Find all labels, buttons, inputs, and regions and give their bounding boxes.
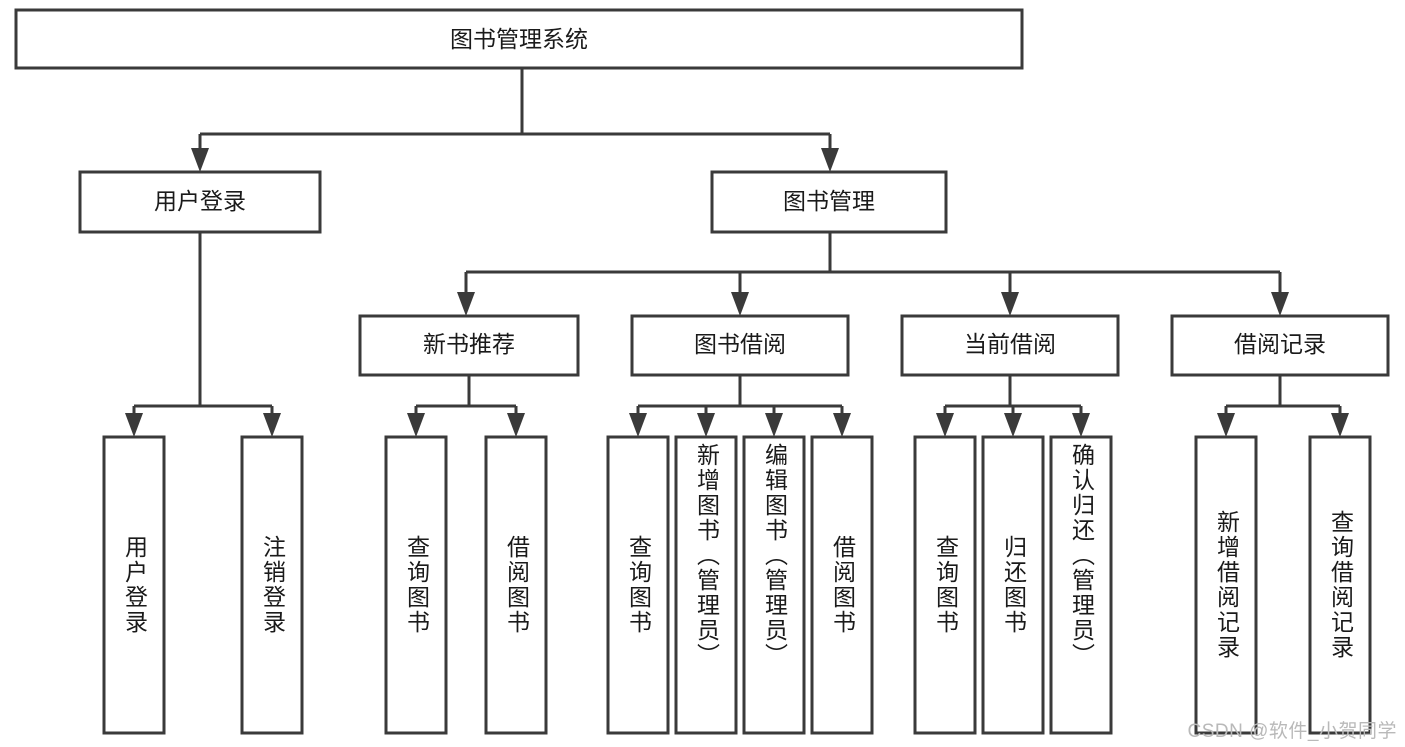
arrow-head-icon (821, 148, 839, 172)
connector-group-borrow-records (1217, 375, 1349, 437)
node-box-leaf-borrow-books[interactable] (810, 435, 874, 735)
node-box-new-book-recommend[interactable] (358, 314, 580, 377)
arrow-head-icon (1004, 413, 1022, 437)
arrow-head-icon (457, 292, 475, 316)
arrow-head-icon (507, 413, 525, 437)
node-box-current-borrow[interactable] (900, 314, 1120, 377)
node-label-user-login: 用户登录 (154, 188, 246, 214)
node-label-new-book-recommend: 新书推荐 (423, 331, 515, 357)
node-box-leaf-edit-book-admin[interactable] (742, 435, 806, 735)
arrow-head-icon (191, 148, 209, 172)
arrow-head-icon (936, 413, 954, 437)
arrow-head-icon (731, 292, 749, 316)
node-box-user-login[interactable] (78, 170, 322, 234)
node-box-root[interactable] (14, 8, 1024, 70)
node-box-leaf-query-books-current[interactable] (913, 435, 977, 735)
arrow-head-icon (1271, 292, 1289, 316)
arrow-head-icon (1001, 292, 1019, 316)
node-box-leaf-user-login[interactable] (102, 435, 166, 735)
node-box-book-management[interactable] (710, 170, 948, 234)
node-box-leaf-borrow-books-rec[interactable] (484, 435, 548, 735)
arrow-head-icon (833, 413, 851, 437)
node-box-leaf-add-book-admin[interactable] (674, 435, 738, 735)
connector-group-new-books (407, 375, 525, 437)
node-box-leaf-add-borrow-record[interactable] (1194, 435, 1258, 735)
connector-group-borrow-books (629, 375, 851, 437)
arrow-head-icon (1072, 413, 1090, 437)
node-box-leaf-query-books-borrow[interactable] (606, 435, 670, 735)
node-label-borrow-record: 借阅记录 (1234, 331, 1326, 357)
connector-group-user-login (125, 232, 281, 437)
connector-group-root (191, 68, 839, 172)
node-label-current-borrow: 当前借阅 (964, 331, 1056, 357)
node-label-book-management: 图书管理 (783, 188, 875, 214)
arrow-head-icon (1331, 413, 1349, 437)
node-box-leaf-query-borrow-record[interactable] (1308, 435, 1372, 735)
arrow-head-icon (407, 413, 425, 437)
node-label-book-borrow: 图书借阅 (694, 331, 786, 357)
arrow-head-icon (765, 413, 783, 437)
node-label-root: 图书管理系统 (450, 26, 588, 52)
node-box-leaf-return-books[interactable] (981, 435, 1045, 735)
arrow-head-icon (125, 413, 143, 437)
node-box-borrow-record[interactable] (1170, 314, 1390, 377)
node-box-book-borrow[interactable] (630, 314, 850, 377)
connector-group-current-borrow (936, 375, 1090, 437)
node-box-leaf-query-books-rec[interactable] (384, 435, 448, 735)
node-box-leaf-logout[interactable] (240, 435, 304, 735)
connector-group-book-mgmt (457, 232, 1289, 316)
arrow-head-icon (697, 413, 715, 437)
arrow-head-icon (263, 413, 281, 437)
watermark-text: CSDN @软件_小贺同学 (1187, 721, 1397, 742)
node-box-leaf-confirm-return-admin[interactable] (1049, 435, 1113, 735)
arrow-head-icon (1217, 413, 1235, 437)
arrow-head-icon (629, 413, 647, 437)
